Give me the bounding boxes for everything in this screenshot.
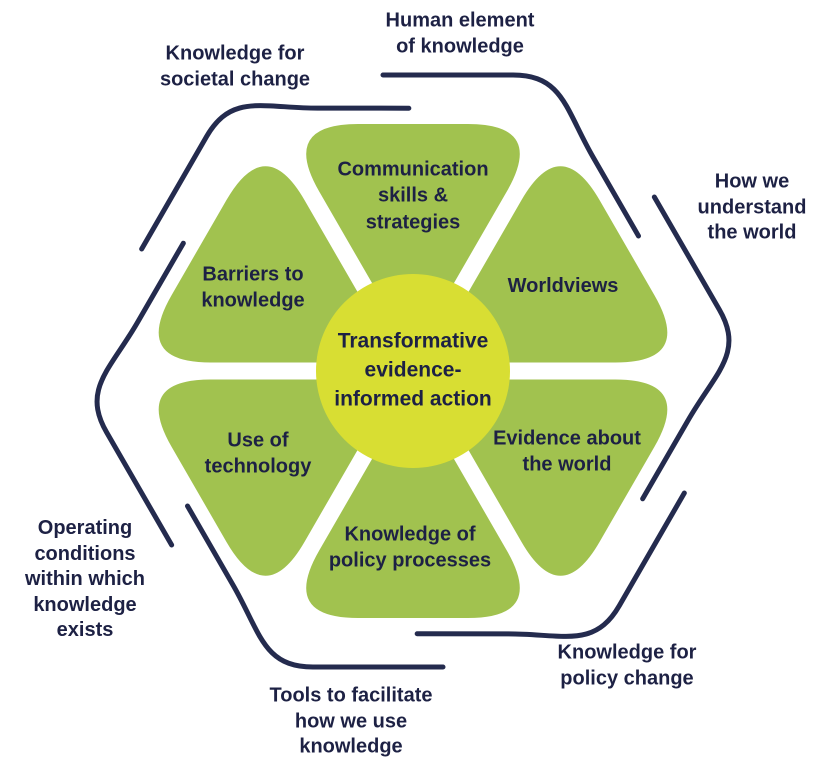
center-circle (316, 274, 510, 468)
outer-label-operating-conditions: Operating conditions within which knowle… (25, 517, 145, 642)
petal-label-barriers: Barriers to knowledge (201, 263, 305, 312)
outer-label-policy-change: Knowledge for policy change (557, 641, 697, 689)
petal-label-technology: Use of technology (204, 429, 312, 478)
center-label-line: Transformative (337, 329, 489, 353)
outer-label-tools: Tools to facilitate how we use knowledge (269, 684, 433, 758)
outer-label-human-element: Human element of knowledge (385, 9, 535, 57)
petal-label-communication: Communication skills & strategies (337, 158, 489, 234)
center-label-line: informed action (334, 387, 492, 411)
outer-label-understand-world: How we understand the world (697, 170, 807, 244)
center-label-line: evidence- (364, 358, 462, 382)
petal-label-evidence: Evidence about the world (493, 427, 641, 476)
petal-label-policy-processes: Knowledge of policy processes (328, 523, 492, 572)
petal-label-worldviews: Worldviews (507, 274, 619, 297)
center-label: Transformative evidence- informed action (334, 328, 492, 415)
outer-label-societal-change: Knowledge for societal change (159, 42, 311, 90)
